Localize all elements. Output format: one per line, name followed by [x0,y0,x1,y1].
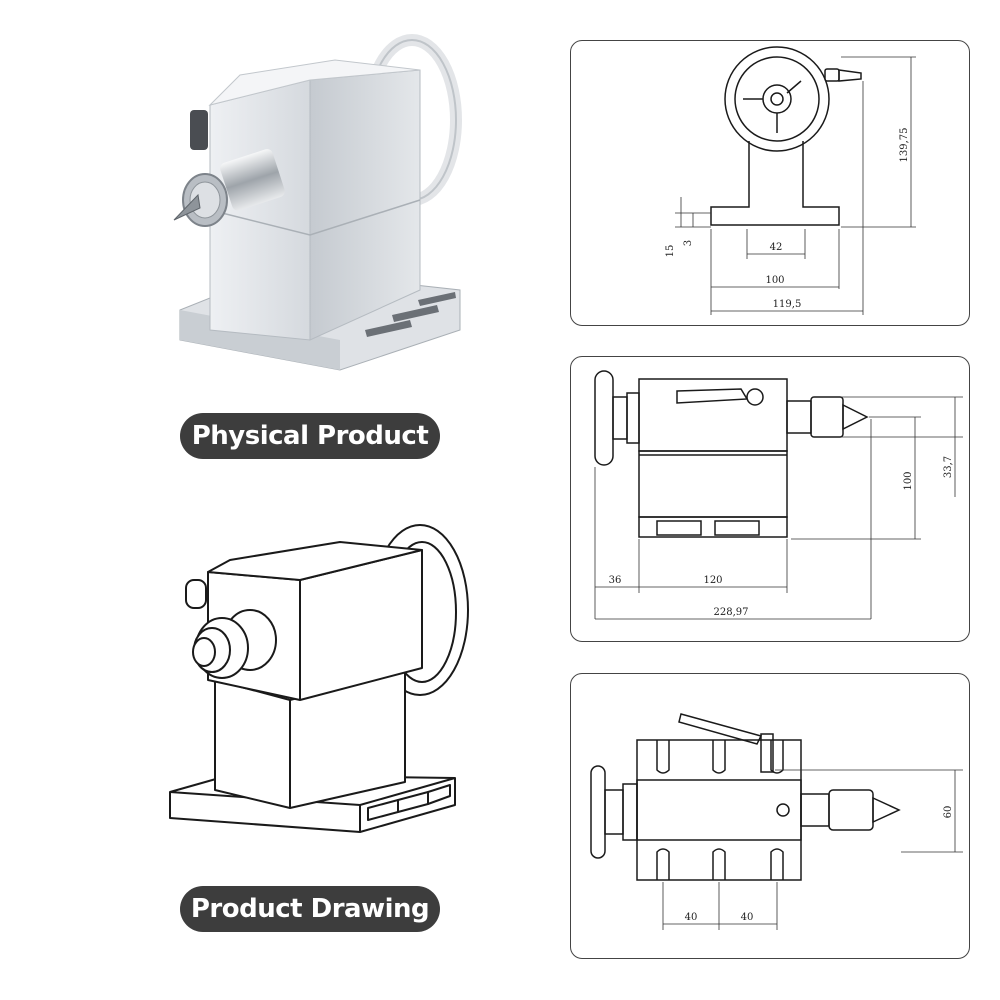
dim-100: 100 [765,275,784,286]
dim-100-side: 100 [903,471,914,490]
front-view-panel: 139,75 15 3 42 100 119,5 [570,40,970,326]
physical-product-image [160,30,470,380]
dim-3: 3 [683,240,694,246]
dim-33: 33,7 [943,456,954,478]
product-drawing-label: Product Drawing [180,886,440,932]
product-drawing-image [160,520,480,860]
product-drawing-text: Product Drawing [190,894,430,924]
dim-15: 15 [665,245,676,258]
dim-60: 60 [943,806,954,819]
dim-120: 120 [703,575,722,586]
dim-40-left: 40 [685,912,698,923]
dim-36: 36 [609,575,622,586]
physical-product-label: Physical Product [180,413,440,459]
physical-product-text: Physical Product [191,421,429,451]
dim-height-139: 139,75 [899,128,910,163]
dim-119: 119,5 [773,299,802,310]
side-view-panel: 100 33,7 36 120 228,97 [570,356,970,642]
top-view-panel: 60 40 40 [570,673,970,959]
dim-40-right: 40 [741,912,754,923]
dim-42: 42 [770,242,783,253]
dim-228: 228,97 [714,607,749,618]
